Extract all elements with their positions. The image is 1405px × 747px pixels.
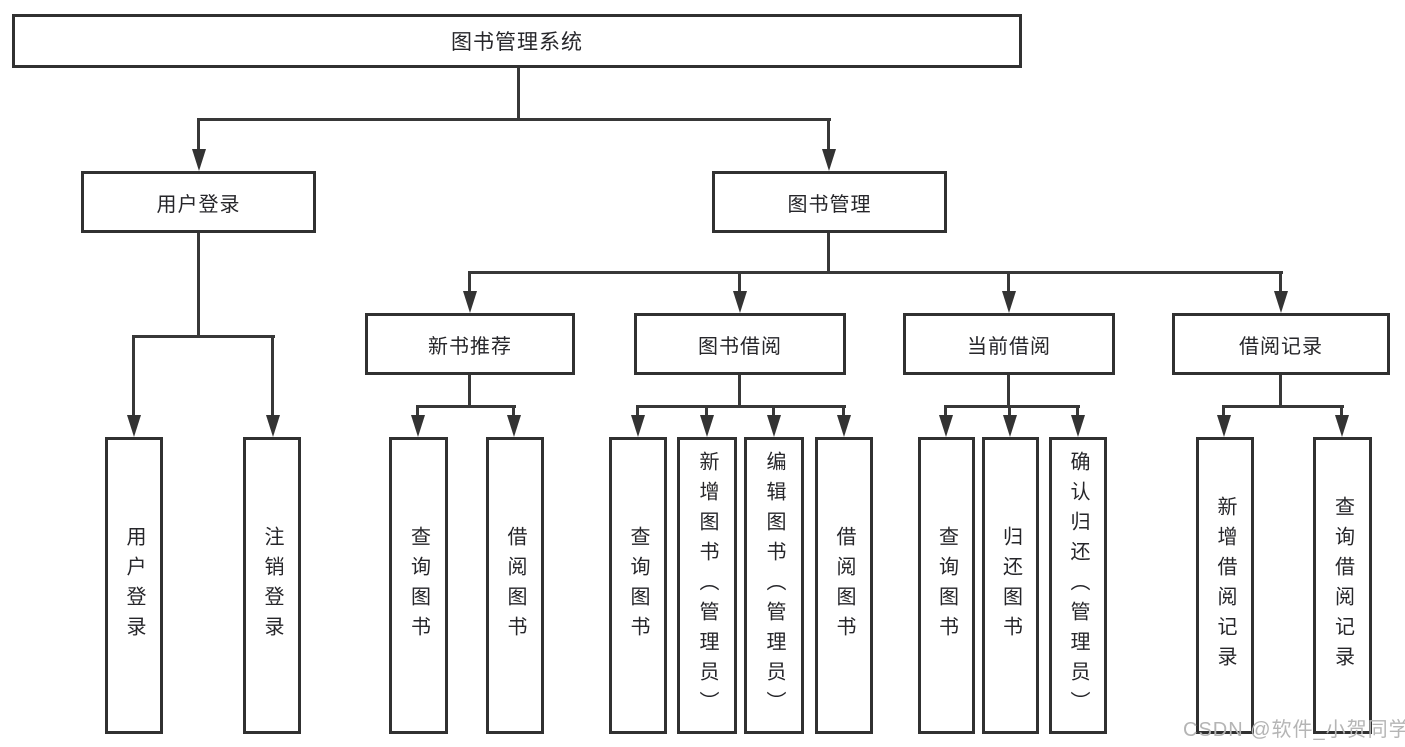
leaf-user-login: 用户登录 bbox=[105, 437, 163, 734]
connector-line bbox=[1340, 405, 1343, 417]
node-book-management: 图书管理 bbox=[712, 171, 947, 233]
connector-line bbox=[636, 405, 639, 417]
connector-line bbox=[468, 373, 471, 408]
leaf-add-borrow-record: 新增借阅记录 bbox=[1196, 437, 1254, 734]
arrow-down-icon bbox=[631, 415, 645, 437]
leaf-query-borrow-record: 查询借阅记录 bbox=[1313, 437, 1372, 734]
node-book-borrowing: 图书借阅 bbox=[634, 313, 846, 375]
connector-line bbox=[944, 405, 947, 417]
arrow-down-icon bbox=[837, 415, 851, 437]
connector-line bbox=[944, 405, 1080, 408]
connector-line bbox=[197, 118, 200, 151]
connector-line bbox=[132, 335, 275, 338]
arrow-down-icon bbox=[192, 149, 206, 171]
leaf-borrow-books-recommend: 借阅图书 bbox=[486, 437, 544, 734]
arrow-down-icon bbox=[822, 149, 836, 171]
node-library-management-system: 图书管理系统 bbox=[12, 14, 1022, 68]
leaf-confirm-return-admin: 确认归还（管理员） bbox=[1049, 437, 1107, 734]
leaf-return-books: 归还图书 bbox=[982, 437, 1039, 734]
connector-line bbox=[1222, 405, 1225, 417]
connector-line bbox=[827, 118, 830, 151]
connector-line bbox=[468, 271, 471, 295]
connector-line bbox=[1007, 373, 1010, 408]
connector-line bbox=[512, 405, 515, 417]
leaf-edit-books-admin: 编辑图书（管理员） bbox=[744, 437, 804, 734]
arrow-down-icon bbox=[1335, 415, 1349, 437]
connector-line bbox=[636, 405, 846, 408]
arrow-down-icon bbox=[266, 415, 280, 437]
arrow-down-icon bbox=[767, 415, 781, 437]
arrow-down-icon bbox=[939, 415, 953, 437]
node-current-borrowing: 当前借阅 bbox=[903, 313, 1115, 375]
arrow-down-icon bbox=[1274, 291, 1288, 313]
connector-line bbox=[1279, 271, 1282, 295]
connector-line bbox=[416, 405, 516, 408]
arrow-down-icon bbox=[733, 291, 747, 313]
connector-line bbox=[271, 335, 274, 417]
connector-line bbox=[1076, 405, 1079, 417]
connector-line bbox=[1008, 405, 1011, 417]
connector-line bbox=[197, 118, 831, 121]
node-borrowing-records: 借阅记录 bbox=[1172, 313, 1390, 375]
connector-line bbox=[468, 271, 1283, 274]
connector-line bbox=[416, 405, 419, 417]
arrow-down-icon bbox=[463, 291, 477, 313]
leaf-borrow-books: 借阅图书 bbox=[815, 437, 873, 734]
leaf-query-books-current: 查询图书 bbox=[918, 437, 975, 734]
connector-line bbox=[738, 373, 741, 408]
connector-line bbox=[705, 405, 708, 417]
arrow-down-icon bbox=[1071, 415, 1085, 437]
connector-line bbox=[517, 68, 520, 121]
watermark: CSDN @软件_小贺同学 bbox=[1183, 719, 1405, 741]
connector-line bbox=[842, 405, 845, 417]
connector-line bbox=[1007, 271, 1010, 295]
arrow-down-icon bbox=[127, 415, 141, 437]
arrow-down-icon bbox=[1003, 415, 1017, 437]
arrow-down-icon bbox=[700, 415, 714, 437]
connector-line bbox=[132, 335, 135, 417]
connector-line bbox=[1279, 373, 1282, 408]
leaf-add-books-admin: 新增图书（管理员） bbox=[677, 437, 737, 734]
node-new-book-recommendation: 新书推荐 bbox=[365, 313, 575, 375]
leaf-logout: 注销登录 bbox=[243, 437, 301, 734]
leaf-query-books-borrow: 查询图书 bbox=[609, 437, 667, 734]
arrow-down-icon bbox=[411, 415, 425, 437]
node-user-login: 用户登录 bbox=[81, 171, 316, 233]
connector-line bbox=[827, 232, 830, 274]
connector-line bbox=[1222, 405, 1344, 408]
connector-line bbox=[772, 405, 775, 417]
arrow-down-icon bbox=[507, 415, 521, 437]
arrow-down-icon bbox=[1002, 291, 1016, 313]
arrow-down-icon bbox=[1217, 415, 1231, 437]
connector-line bbox=[738, 271, 741, 295]
leaf-query-books-recommend: 查询图书 bbox=[389, 437, 448, 734]
connector-line bbox=[197, 232, 200, 338]
